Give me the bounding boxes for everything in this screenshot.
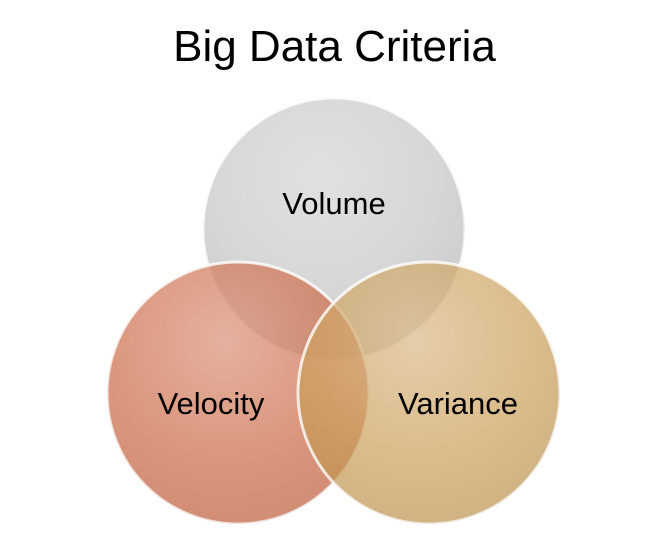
venn-label-volume: Volume	[282, 186, 385, 221]
venn-label-velocity: Velocity	[158, 386, 265, 421]
diagram-title: Big Data Criteria	[173, 22, 496, 71]
venn-circle-velocity	[105, 260, 371, 526]
venn-label-variance: Variance	[398, 386, 518, 421]
venn-circle-variance	[296, 260, 562, 526]
